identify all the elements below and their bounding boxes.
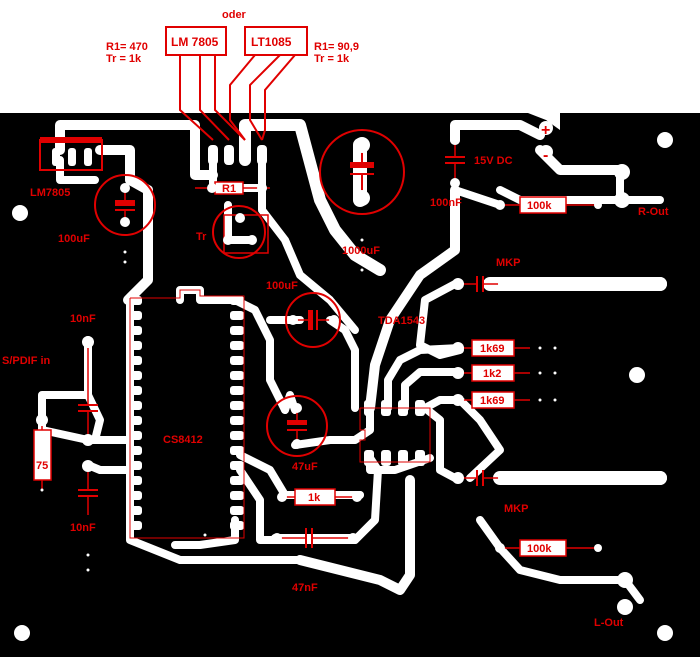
label-1k69-b: 1k69 [480,395,504,407]
label-47nf: 47nF [292,582,318,594]
label-cs8412: CS8412 [163,434,203,446]
label-lm7805-top: LM 7805 [171,35,219,49]
cap-100uf-mid [285,292,341,348]
cap-1000uf [319,129,405,215]
label-10nf-bottom: 10nF [70,522,96,534]
label-r1-right-2: Tr = 1k [314,53,350,65]
label-tr: Tr [196,231,207,243]
label-r-out: R-Out [638,206,669,218]
label-1000uf: 1000uF [342,245,380,257]
label-supply: 15V DC [474,155,513,167]
resistor-100k-bottom [495,539,633,615]
label-1k: 1k [308,492,321,504]
trimmer-tr [212,205,269,259]
label-tda1543: TDA1543 [378,315,425,327]
mounting-holes [12,132,673,641]
tda1543-outline [359,407,431,463]
label-100k-top: 100k [527,200,552,212]
label-r1-left-2: Tr = 1k [106,53,142,65]
label-r1-right-1: R1= 90,9 [314,41,359,53]
resistor-75 [33,414,52,490]
regulator-pads [208,145,267,165]
label-47uf: 47uF [292,461,318,473]
label-100uf-mid: 100uF [266,280,298,292]
label-mkp-top: MKP [496,257,520,269]
label-oder: oder [222,9,247,21]
lt1085-box [244,26,308,56]
resistor-1k69-b [452,391,530,409]
label-75: 75 [36,460,48,472]
label-r1-small: R1 [222,183,236,195]
label-100uf-left: 100uF [58,233,90,245]
label-1k2: 1k2 [483,368,501,380]
resistor-1k [277,488,362,506]
cap-10nf-bottom [78,460,98,515]
label-spdif-in: S/PDIF in [2,355,51,367]
plus-sign: + [541,122,550,139]
label-l-out: L-Out [594,617,624,629]
supply-minus-pad [539,145,553,159]
label-lt1085: LT1085 [251,35,292,49]
mkp-bottom [452,470,667,486]
cap-10nf-top [78,336,98,446]
resistor-1k2 [452,364,530,382]
lm7805-top-box [165,26,227,56]
r1-resistor [195,181,270,195]
pcb-board [0,113,700,657]
cap-47nf [272,528,358,548]
cap-47uf [266,395,328,457]
resistor-1k69-a [452,339,530,357]
mkp-top [452,276,667,292]
resistor-100k-top [495,164,630,214]
label-r1-left-1: R1= 470 [106,41,148,53]
label-100nf-top: 100nF [430,197,462,209]
label-100k-bottom: 100k [527,543,552,555]
label-mkp-bottom: MKP [504,503,528,515]
minus-sign: - [543,147,548,164]
lm7805-left [39,137,103,171]
supply-plus-pad [539,121,553,135]
label-1k69-a: 1k69 [480,343,504,355]
cs8412-pads [128,289,245,539]
label-10nf-top: 10nF [70,313,96,325]
regulator-leaders [179,54,296,141]
label-lm7805-left: LM7805 [30,187,70,199]
test-points [40,233,557,572]
cap-100uf-left [94,174,156,236]
cap-100nf-top [445,135,465,188]
